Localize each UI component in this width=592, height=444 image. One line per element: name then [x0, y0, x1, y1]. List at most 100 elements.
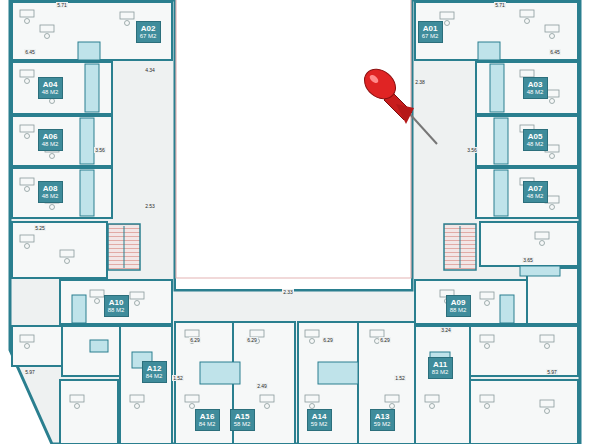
desk	[535, 232, 549, 239]
unit-area: 84 M2	[146, 373, 163, 380]
bathrooms	[72, 42, 560, 384]
push-pin	[359, 63, 437, 144]
dimension-label: 2.53	[144, 203, 156, 209]
unit-label: A1558 M2	[230, 409, 255, 431]
chair	[540, 241, 545, 246]
desk	[305, 330, 319, 337]
unit-label: A0648 M2	[38, 129, 63, 151]
desk	[480, 395, 494, 402]
desk	[20, 235, 34, 242]
unit-code: A15	[234, 412, 251, 421]
unit-area: 48 M2	[42, 89, 59, 96]
unit-area: 59 M2	[374, 421, 391, 428]
chair	[550, 205, 555, 210]
chair	[135, 301, 140, 306]
chair	[135, 404, 140, 409]
unit-code: A07	[527, 184, 544, 193]
desk	[545, 25, 559, 32]
unit-label: A0167 M2	[418, 21, 443, 43]
chair	[25, 19, 30, 24]
unit-label: A1359 M2	[370, 409, 395, 431]
chair	[485, 301, 490, 306]
dimension-label: 5.71	[494, 2, 506, 8]
unit-code: A01	[422, 24, 439, 33]
desk	[185, 330, 199, 337]
chair	[45, 34, 50, 39]
chair	[190, 404, 195, 409]
unit-label: A1284 M2	[142, 361, 167, 383]
unit-label: A1459 M2	[307, 409, 332, 431]
chair	[545, 344, 550, 349]
desk	[370, 330, 384, 337]
stair	[108, 224, 140, 270]
desk	[520, 10, 534, 17]
chair	[50, 99, 55, 104]
chair	[310, 339, 315, 344]
chair	[25, 79, 30, 84]
dimension-label: 6.45	[24, 49, 36, 55]
unit-code: A06	[42, 132, 59, 141]
unit-label: A1088 M2	[104, 295, 129, 317]
desk	[20, 125, 34, 132]
unit-code: A08	[42, 184, 59, 193]
desk	[20, 70, 34, 77]
unit-label: A1183 M2	[428, 357, 453, 379]
chair	[390, 404, 395, 409]
chair	[445, 21, 450, 26]
dimension-label: 5.97	[24, 369, 36, 375]
chair	[550, 154, 555, 159]
unit-code: A02	[140, 24, 157, 33]
unit-code: A16	[199, 412, 216, 421]
dimension-label: 6.29	[189, 337, 201, 343]
unit-code: A04	[42, 80, 59, 89]
unit-label: A0848 M2	[38, 181, 63, 203]
chair	[550, 34, 555, 39]
chair	[485, 344, 490, 349]
unit-area: 58 M2	[234, 421, 251, 428]
unit-area: 88 M2	[108, 307, 125, 314]
desk	[60, 250, 74, 257]
chair	[550, 99, 555, 104]
chair	[485, 404, 490, 409]
dimension-label: 3.24	[440, 327, 452, 333]
desk	[425, 395, 439, 402]
desk	[260, 395, 274, 402]
chair	[25, 244, 30, 249]
unit-area: 88 M2	[450, 307, 467, 314]
unit-code: A12	[146, 364, 163, 373]
desk	[20, 335, 34, 342]
chair	[525, 19, 530, 24]
chair	[25, 344, 30, 349]
unit-code: A09	[450, 298, 467, 307]
desk	[185, 395, 199, 402]
unit-area: 48 M2	[527, 141, 544, 148]
courtyard	[176, 0, 411, 289]
desk	[90, 290, 104, 297]
desk	[520, 70, 534, 77]
desk	[20, 178, 34, 185]
desk	[440, 12, 454, 19]
stair-rail	[460, 226, 461, 268]
dimension-label: 5.71	[56, 2, 68, 8]
furniture	[20, 10, 559, 414]
dimension-label: 6.29	[246, 337, 258, 343]
unit-area: 67 M2	[140, 33, 157, 40]
unit-area: 48 M2	[527, 89, 544, 96]
chair	[65, 259, 70, 264]
unit-area: 48 M2	[42, 193, 59, 200]
desk	[40, 25, 54, 32]
desk	[130, 292, 144, 299]
chair	[125, 21, 130, 26]
building-outline	[10, 0, 580, 444]
unit-label: A0348 M2	[523, 77, 548, 99]
dimension-label: 5.25	[34, 225, 46, 231]
unit-label: A0548 M2	[523, 129, 548, 151]
chair	[50, 154, 55, 159]
chair	[430, 404, 435, 409]
unit-area: 59 M2	[311, 421, 328, 428]
unit-code: A14	[311, 412, 328, 421]
unit-label: A0448 M2	[38, 77, 63, 99]
unit-label: A1684 M2	[195, 409, 220, 431]
desk	[540, 400, 554, 407]
dimension-label: 3.65	[522, 257, 534, 263]
